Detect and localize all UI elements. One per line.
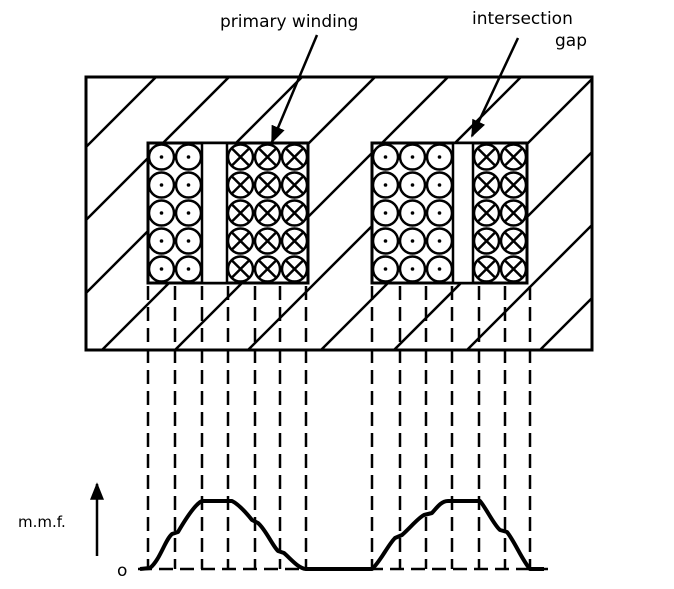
- conductor-cross: [472, 171, 501, 199]
- conductor-cross: [253, 227, 282, 255]
- primary-winding-arrow: [270, 34, 319, 144]
- hatch-line: [538, 296, 592, 350]
- conductor-cross: [253, 255, 282, 283]
- intersection-gap: [200, 141, 229, 285]
- conductor-dot: [147, 199, 176, 227]
- origin-label: o: [117, 561, 127, 581]
- conductor-cross: [280, 143, 309, 171]
- mmf-label: m.m.f.: [18, 513, 66, 531]
- conductor-cross: [280, 227, 309, 255]
- gap-label: gap: [555, 31, 587, 51]
- hatch-line: [603, 60, 674, 360]
- conductor-cross: [499, 227, 528, 255]
- conductor-dot: [371, 255, 400, 283]
- conductor-dot: [425, 143, 454, 171]
- conductor-dot: [425, 171, 454, 199]
- conductor-dot: [398, 171, 427, 199]
- conductor-cross: [253, 199, 282, 227]
- conductor-dot: [174, 199, 203, 227]
- conductor-cross: [499, 255, 528, 283]
- conductor-cross: [280, 199, 309, 227]
- intersection-gap: [451, 141, 475, 285]
- conductor-dot: [174, 143, 203, 171]
- conductor-dot: [147, 143, 176, 171]
- conductor-dot: [398, 255, 427, 283]
- primary-winding-label: primary winding: [220, 12, 358, 32]
- conductor-dot: [425, 227, 454, 255]
- conductor-cross: [280, 171, 309, 199]
- conductor-dot: [147, 255, 176, 283]
- conductor-dot: [371, 143, 400, 171]
- intersection-label: intersection: [472, 9, 573, 29]
- intersection-gap-label-group: intersection gap: [470, 9, 587, 138]
- conductor-dot: [371, 199, 400, 227]
- conductor-dot: [398, 227, 427, 255]
- conductor-cross: [499, 171, 528, 199]
- primary-winding-label-group: primary winding: [220, 12, 358, 144]
- conductor-dot: [174, 255, 203, 283]
- mmf-axis: m.m.f. o: [18, 482, 127, 581]
- conductor-dot: [398, 199, 427, 227]
- conductor-cross: [499, 143, 528, 171]
- conductor-cross: [253, 171, 282, 199]
- hatch-line: [392, 150, 592, 350]
- hatch-line: [86, 77, 158, 149]
- conductor-cross: [226, 143, 255, 171]
- conductor-cross: [499, 199, 528, 227]
- hatch-line: [86, 77, 231, 222]
- intersection-gap-arrow: [470, 37, 520, 138]
- coil-left: [146, 141, 310, 285]
- conductor-cross: [253, 143, 282, 171]
- conductor-cross: [472, 143, 501, 171]
- conductor-cross: [472, 255, 501, 283]
- hatch-line: [173, 77, 450, 350]
- conductor-dot: [147, 171, 176, 199]
- coil-right: [370, 141, 529, 285]
- conductor-dot: [425, 255, 454, 283]
- conductor-dot: [425, 199, 454, 227]
- conductor-cross: [472, 199, 501, 227]
- conductor-cross: [226, 171, 255, 199]
- conductor-cross: [226, 227, 255, 255]
- conductor-cross: [472, 227, 501, 255]
- conductor-dot: [371, 171, 400, 199]
- conductor-dot: [174, 227, 203, 255]
- mmf-curve: [139, 499, 544, 571]
- conductor-dot: [174, 171, 203, 199]
- conductor-cross: [226, 199, 255, 227]
- conductor-cross: [226, 255, 255, 283]
- conductor-dot: [147, 227, 176, 255]
- conductor-dot: [398, 143, 427, 171]
- iron-core: [84, 60, 674, 360]
- conductor-dot: [371, 227, 400, 255]
- hatch-line: [465, 223, 592, 350]
- conductor-cross: [280, 255, 309, 283]
